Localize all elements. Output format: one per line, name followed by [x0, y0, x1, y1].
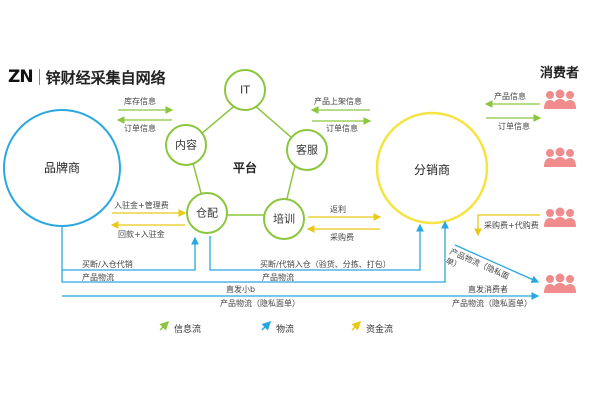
it-label: IT [240, 83, 250, 97]
training-label: 培训 [273, 212, 295, 226]
service-circle [286, 129, 328, 171]
inventory-info-label: 库存信息 [124, 97, 156, 106]
platform-label: 平台 [232, 161, 258, 175]
legend-capital-flow: 资金流 [366, 322, 393, 335]
legend-logistics: 物流 [276, 322, 294, 335]
legend-capital-arrow [351, 320, 362, 331]
logo: ZN 锌财经采集自网络 [8, 66, 166, 88]
person-group-icon [543, 206, 577, 228]
warehouse-distributor-logistics [209, 223, 424, 271]
legend-logistics-label: 物流 [276, 325, 295, 335]
product-logistics-1-label: 产品物流 [82, 273, 114, 282]
logo-text: 锌财经采集自网络 [45, 68, 166, 87]
person-group-icon [543, 88, 577, 110]
content-circle [165, 124, 207, 166]
direct-small-b-logistics [61, 220, 449, 283]
buyout-agent-warehouse-label: 买断/代销入仓（验货、分拣、打包） [260, 260, 391, 269]
legend-capital-flow-label: 资金流 [366, 325, 394, 335]
product-info-label: 产品信息 [494, 92, 526, 101]
product-logistics-2-label: 产品物流 [262, 273, 294, 282]
buyout-consign-label: 买断/入仓代销 [82, 260, 133, 269]
content-label: 内容 [175, 138, 197, 152]
order-info-left-label: 订单信息 [124, 124, 156, 133]
direct-consumer-label: 直发消费者 [468, 285, 508, 294]
it-circle [224, 69, 266, 111]
training-circle [263, 198, 305, 240]
product-logistics-private-right-label: 产品物流（隐私面单） [452, 299, 532, 308]
product-logistics-private-bottom-label: 产品物流（隐私面单） [220, 299, 300, 308]
distributor-circle [375, 111, 489, 225]
purchase-agent-fee-label: 采购费+代购费 [484, 221, 539, 230]
brand-warehouse-logistics [61, 226, 199, 271]
legend-info-arrow [159, 320, 170, 331]
entry-fee-label: 入驻金+管理费 [114, 201, 169, 210]
refund-entry-label: 回款+入驻金 [118, 230, 165, 239]
consumers-title: 消费者 [540, 66, 580, 81]
purchase-fee-label: 采购费 [330, 233, 354, 242]
warehouse-circle [186, 192, 228, 234]
warehouse-label: 仓配 [196, 206, 218, 220]
brand-label: 品牌商 [43, 161, 81, 175]
order-info-right-label: 订单信息 [326, 124, 358, 133]
legend-info-flow: 信息流 [174, 322, 201, 335]
distributor-label: 分销商 [413, 163, 451, 177]
legend-logistics-arrow [261, 320, 272, 331]
product-listing-label: 产品上架信息 [314, 97, 362, 106]
rebate-label: 返利 [330, 205, 346, 214]
person-group-icon [543, 272, 577, 294]
order-info-consumer-label: 订单信息 [498, 122, 530, 131]
logo-divider [38, 69, 40, 85]
distributor-consumer-logistics-arrow [454, 244, 540, 283]
logo-mark: ZN [8, 67, 34, 87]
service-label: 客服 [296, 143, 318, 157]
direct-small-b-label: 直发小b [226, 285, 256, 294]
person-group-icon [543, 146, 577, 168]
legend-info-flow-label: 信息流 [174, 325, 202, 335]
purchase-agent-fee-arrow [474, 214, 540, 237]
